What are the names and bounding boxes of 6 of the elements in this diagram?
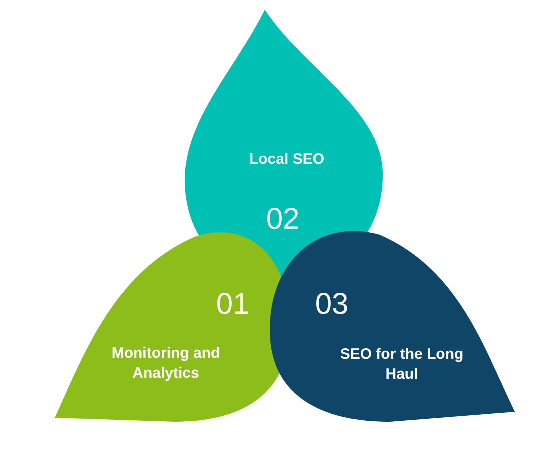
step-number: 01: [215, 288, 251, 322]
step-number: 02: [265, 203, 301, 237]
shape-label: Monitoring and Analytics: [110, 344, 222, 384]
shape-label: Local SEO: [248, 150, 326, 170]
shape-label: SEO for the Long Haul: [339, 345, 465, 385]
step-number: 03: [314, 288, 350, 322]
